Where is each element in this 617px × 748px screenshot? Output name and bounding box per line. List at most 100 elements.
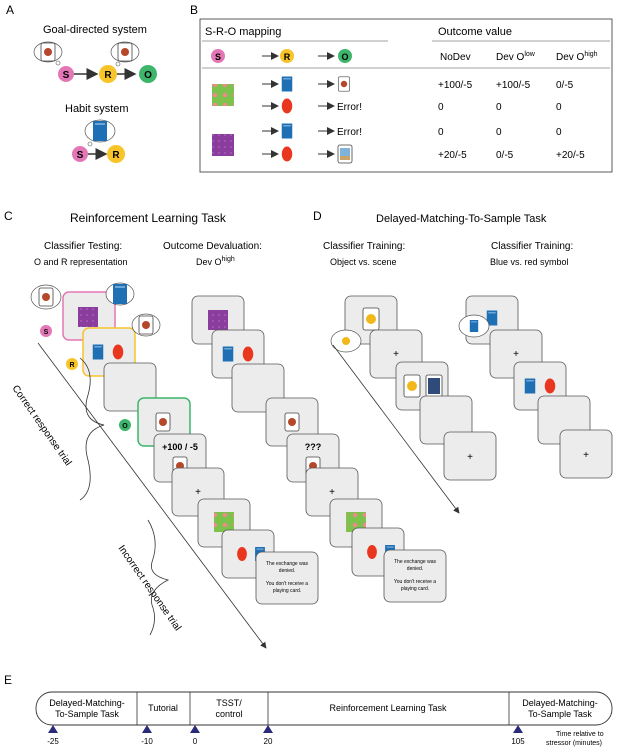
goal-o-node	[139, 65, 157, 83]
col-nodev: NoDev	[440, 52, 471, 63]
habit-r-node	[107, 145, 125, 163]
segment-dmts-1-l2: To-Sample Task	[55, 709, 119, 719]
tick-minus25: -25	[47, 737, 59, 746]
goal-r-node	[99, 65, 117, 83]
outcome-devaluation: Outcome Devaluation:	[163, 241, 262, 252]
svg-text:+: +	[195, 487, 201, 498]
goal-s-node	[58, 66, 74, 82]
dmts-title: Delayed-Matching-To-Sample Task	[376, 213, 547, 225]
dmts-right-sequence: + +	[458, 295, 613, 479]
svg-text:0: 0	[438, 127, 444, 138]
svg-text:O: O	[341, 52, 348, 62]
svg-text:0: 0	[496, 127, 502, 138]
mapping-table-frame	[199, 18, 613, 173]
habit-diagram: S R	[72, 119, 125, 163]
svg-text:S: S	[44, 329, 49, 336]
devaluation-condition: Dev Ohigh	[196, 256, 235, 267]
segment-tutorial: Tutorial	[148, 703, 178, 713]
svg-text:+: +	[467, 452, 473, 463]
dmts-left-sequence: + +	[330, 295, 497, 481]
tick-105: 105	[511, 737, 525, 746]
training2-sub: Blue vs. red symbol	[490, 257, 569, 267]
scene-icon	[337, 144, 353, 164]
svg-text:0/-5: 0/-5	[496, 150, 514, 161]
svg-text:S: S	[77, 150, 84, 161]
svg-text:You don't receive a: You don't receive a	[266, 581, 308, 587]
svg-text:+: +	[583, 450, 589, 461]
svg-text:denied.: denied.	[279, 568, 295, 574]
svg-text:S: S	[215, 52, 221, 62]
panel-b-label: B	[190, 3, 198, 17]
habit-title: Habit system	[65, 103, 129, 115]
segment-tsst-l2: control	[215, 709, 242, 719]
tick-20: 20	[264, 737, 273, 746]
svg-text:0: 0	[556, 102, 562, 113]
value-grid: +100/-5 +100/-5 0/-5 0 0 0 0 0 0 +20/-5 …	[438, 80, 585, 161]
svg-text:+20/-5: +20/-5	[438, 150, 467, 161]
svg-text:R: R	[69, 362, 74, 369]
svg-text:0: 0	[438, 102, 444, 113]
segment-dmts-2-l1: Delayed-Matching-	[522, 698, 598, 708]
panel-c-label: C	[4, 209, 13, 223]
svg-text:The exchange was: The exchange was	[394, 559, 436, 565]
svg-text:You don't receive a: You don't receive a	[394, 579, 436, 585]
svg-text:+: +	[329, 487, 335, 498]
col-devhigh: Dev Ohigh	[556, 51, 598, 63]
panel-d-label: D	[313, 209, 322, 223]
svg-text:+: +	[393, 349, 399, 360]
svg-text:denied.: denied.	[407, 566, 423, 572]
purple-stimulus	[212, 134, 234, 156]
svg-text:playing card.: playing card.	[401, 586, 429, 592]
tick-minus10: -10	[141, 737, 153, 746]
axis-label-l1: Time relative to	[556, 731, 604, 738]
svg-text:0: 0	[496, 102, 502, 113]
timeline-frame	[35, 691, 613, 726]
training2: Classifier Training:	[491, 241, 573, 252]
svg-text:playing card.: playing card.	[273, 588, 301, 594]
error-label-2: Error!	[337, 127, 362, 138]
segment-dmts-1-l1: Delayed-Matching-	[49, 698, 125, 708]
training1: Classifier Training:	[323, 241, 405, 252]
goal-directed-title: Goal-directed system	[43, 24, 147, 36]
habit-s-node	[72, 146, 88, 162]
svg-text:The exchange was: The exchange was	[266, 561, 308, 567]
sro-header: S-R-O mapping	[205, 26, 281, 38]
rl-time-arrow	[37, 342, 267, 649]
svg-text:0: 0	[556, 127, 562, 138]
incorrect-trial-label: Incorrect response trial	[116, 543, 183, 633]
training1-sub: Object vs. scene	[330, 257, 397, 267]
green-stimulus	[212, 84, 234, 106]
svg-text:+100/-5: +100/-5	[496, 80, 531, 91]
svg-text:+: +	[513, 349, 519, 360]
rl-left-sequence: S R O +100 / -5 + The exchange was denie…	[30, 282, 319, 605]
panel-a-label: A	[6, 3, 14, 17]
timeline-markers	[48, 725, 523, 733]
svg-text:R: R	[104, 70, 112, 81]
svg-text:R: R	[112, 150, 120, 161]
dmts-time-arrow	[332, 344, 460, 514]
panel-e-label: E	[4, 673, 12, 687]
svg-text:S: S	[63, 70, 70, 81]
svg-text:R: R	[284, 52, 291, 62]
outcome-header: Outcome value	[438, 26, 512, 38]
incorrect-brace	[147, 519, 170, 636]
axis-label-l2: stressor (minutes)	[546, 740, 602, 747]
rl-right-sequence: ??? + The exchange was denied. You don't…	[191, 295, 447, 603]
error-label-1: Error!	[337, 102, 362, 113]
rl-task-title: Reinforcement Learning Task	[70, 211, 227, 225]
svg-text:O: O	[144, 70, 152, 81]
segment-tsst-l1: TSST/	[216, 698, 242, 708]
goal-directed-diagram: S R O	[33, 41, 157, 83]
correct-trial-label: Correct response trial	[10, 383, 74, 468]
classifier-testing: Classifier Testing:	[44, 241, 122, 252]
feedback-unknown: ???	[305, 442, 322, 452]
col-devlow: Dev Olow	[496, 51, 536, 63]
svg-text:+20/-5: +20/-5	[556, 150, 585, 161]
svg-text:0/-5: 0/-5	[556, 80, 574, 91]
svg-text:O: O	[122, 423, 128, 430]
classifier-testing-sub: O and R representation	[34, 257, 128, 267]
feedback-value: +100 / -5	[162, 442, 198, 452]
tick-0: 0	[193, 737, 198, 746]
svg-text:+100/-5: +100/-5	[438, 80, 473, 91]
